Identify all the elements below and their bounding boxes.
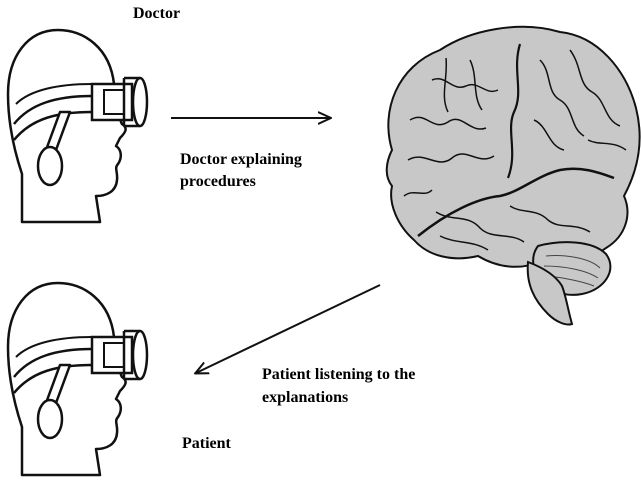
patient-listening-label-line1: Patient listening to the <box>262 364 415 386</box>
doctor-explaining-label-line1: Doctor explaining <box>180 149 302 171</box>
doctor-label: Doctor <box>133 3 180 25</box>
brain-icon <box>387 27 640 325</box>
patient-label: Patient <box>182 433 231 455</box>
brain-to-patient-arrow <box>196 285 380 373</box>
doctor-explaining-label-line2: procedures <box>180 171 256 193</box>
patient-figure-icon <box>8 283 147 475</box>
patient-listening-label-line2: explanations <box>262 387 348 409</box>
doctor-figure-icon <box>8 30 147 222</box>
